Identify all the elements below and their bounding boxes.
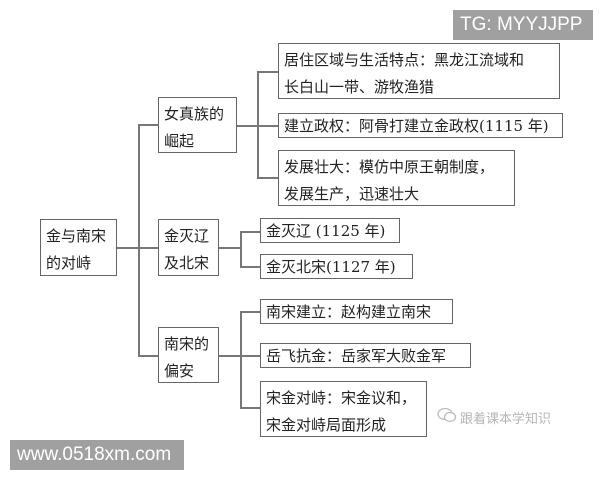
root-line-1: 金与南宋 <box>46 227 107 245</box>
branch-3-connector <box>219 355 260 357</box>
leaf-line: 宋金对峙：宋金议和， <box>266 389 417 407</box>
bracket-2-arm <box>240 231 260 233</box>
root-connector <box>117 247 138 249</box>
leaf-yue-fei: 岳飞抗金：岳家军大败金军 <box>260 343 471 368</box>
leaf-growth: 发展壮大：模仿中原王朝制度， 发展生产，迅速壮大 <box>278 150 515 206</box>
leaf-jin-destroys-northern-song: 金灭北宋(1127 年) <box>260 254 413 279</box>
root-line-2: 的对峙 <box>46 254 92 272</box>
node-line: 金灭辽 <box>164 227 210 245</box>
node-line: 偏安 <box>164 362 195 380</box>
leaf-line: 岳飞抗金：岳家军大败金军 <box>266 347 447 365</box>
branch-node-southern-song: 南宋的 偏安 <box>158 327 219 383</box>
branch-3-bracket <box>240 311 242 407</box>
leaf-line: 发展生产，迅速壮大 <box>284 185 420 203</box>
leaf-southern-song-founded: 南宋建立：赵构建立南宋 <box>260 299 453 324</box>
leaf-living-area: 居住区域与生活特点：黑龙江流域和 长白山一带、游牧渔猎 <box>278 43 560 99</box>
branch-node-jin-conquest: 金灭辽 及北宋 <box>158 219 219 276</box>
bracket-2-arm <box>240 266 260 268</box>
bracket-3-arm <box>240 311 260 313</box>
leaf-jin-destroys-liao: 金灭辽 (1125 年) <box>260 218 400 243</box>
leaf-line: 居住区域与生活特点：黑龙江流域和 <box>284 51 525 69</box>
branch-1-bracket <box>257 71 259 177</box>
wechat-icon <box>437 407 457 427</box>
wechat-account-name: 跟着课本学知识 <box>460 411 552 427</box>
node-line: 及北宋 <box>164 254 210 272</box>
bracket-3-arm <box>240 407 260 409</box>
leaf-line: 金灭北宋(1127 年) <box>266 258 396 276</box>
leaf-line: 建立政权：阿骨打建立金政权(1115 年) <box>284 117 549 135</box>
trunk-to-branch-3 <box>138 355 158 357</box>
node-line: 南宋的 <box>164 335 210 353</box>
leaf-line: 南宋建立：赵构建立南宋 <box>266 303 432 321</box>
leaf-line: 金灭辽 (1125 年) <box>266 222 386 240</box>
bracket-1-arm <box>257 71 278 73</box>
branch-2-bracket <box>240 231 242 266</box>
leaf-establish-regime: 建立政权：阿骨打建立金政权(1115 年) <box>278 113 563 138</box>
leaf-line: 宋金对峙局面形成 <box>266 416 387 434</box>
main-trunk <box>138 124 140 356</box>
node-line: 女真族的 <box>164 105 225 123</box>
bracket-1-arm <box>257 177 278 179</box>
trunk-to-branch-1 <box>138 124 158 126</box>
leaf-line: 发展壮大：模仿中原王朝制度， <box>284 158 495 176</box>
site-watermark: www.0518xm.com <box>10 440 184 470</box>
leaf-line: 长白山一带、游牧渔猎 <box>284 78 435 96</box>
branch-2-connector <box>219 247 240 249</box>
root-node: 金与南宋 的对峙 <box>40 219 117 276</box>
trunk-to-branch-2 <box>138 247 158 249</box>
leaf-song-jin-standoff: 宋金对峙：宋金议和， 宋金对峙局面形成 <box>260 381 427 437</box>
wechat-watermark: 跟着课本学知识 <box>437 407 551 427</box>
tg-watermark: TG: MYYJJPP <box>453 10 593 40</box>
branch-node-jurchen-rise: 女真族的 崛起 <box>158 97 237 153</box>
node-line: 崛起 <box>164 132 195 150</box>
